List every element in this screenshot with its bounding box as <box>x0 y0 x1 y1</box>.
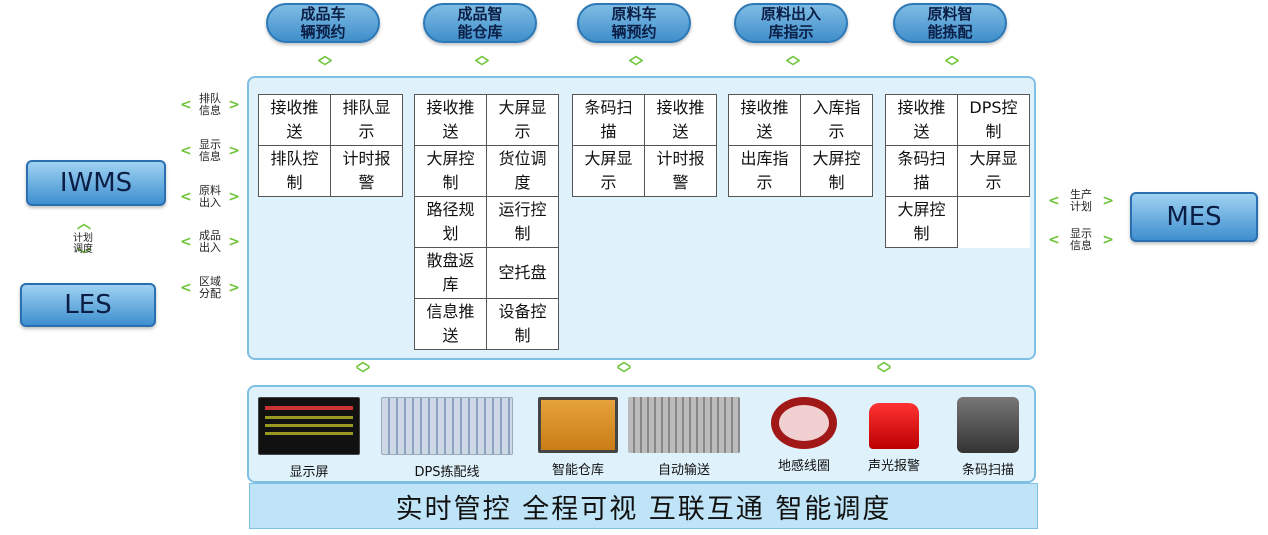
function-group-3: 条码扫描 接收推送 大屏显示 计时报警 <box>572 94 717 197</box>
device-caption: 条码扫描 <box>961 463 1014 478</box>
les-system-box: LES <box>20 283 156 327</box>
device-caption: 声光报警 <box>867 459 920 474</box>
arrow-updown-icon: ︿﹀ <box>629 48 643 76</box>
function-group-1: 接收推送 排队显示 排队控制 计时报警 <box>258 94 403 197</box>
module-pill-finished-warehouse: 成品智能仓库 <box>423 3 537 43</box>
function-cell: 出库指示 <box>729 146 801 197</box>
function-cell: 运行控制 <box>487 197 559 248</box>
module-pill-finished-vehicle: 成品车辆预约 <box>266 3 380 43</box>
coil-icon <box>771 397 837 449</box>
function-cell: 排队显示 <box>331 95 403 146</box>
function-cell: 接收推送 <box>259 95 331 146</box>
module-pill-material-vehicle: 原料车辆预约 <box>577 3 691 43</box>
right-link-1: <生产计划> <box>1048 188 1114 213</box>
device-display: 显示屏 <box>254 397 364 480</box>
arrow-updown-icon: ︿ ﹀ <box>77 216 91 264</box>
function-cell: 大屏控制 <box>886 197 958 248</box>
iwms-les-label: 计划调度 <box>73 233 93 255</box>
function-cell: 大屏显示 <box>958 146 1030 197</box>
slogan-bar: 实时管控 全程可视 互联互通 智能调度 <box>249 483 1038 529</box>
function-cell: 路径规划 <box>415 197 487 248</box>
device-panel: 显示屏 DPS拣配线 智能仓库 自动输送 地感线圈 声光报警 条码扫描 <box>247 385 1036 483</box>
function-cell: 接收推送 <box>415 95 487 146</box>
function-cell: 大屏控制 <box>801 146 873 197</box>
function-cell: 入库指示 <box>801 95 873 146</box>
device-warehouse: 智能仓库 <box>523 397 633 478</box>
right-link-2: <显示信息> <box>1048 227 1114 252</box>
device-caption: DPS拣配线 <box>414 465 480 480</box>
function-group-5: 接收推送 DPS控制 条码扫描 大屏显示 大屏控制 <box>885 94 1030 248</box>
device-caption: 自动输送 <box>657 463 710 478</box>
function-cell: DPS控制 <box>958 95 1030 146</box>
left-link-2: <显示信息> <box>180 138 240 163</box>
device-caption: 地感线圈 <box>777 459 830 474</box>
module-pill-material-inout: 原料出入库指示 <box>734 3 848 43</box>
function-cell: 空托盘 <box>487 248 559 299</box>
function-cell: 接收推送 <box>645 95 717 146</box>
function-panel: 接收推送 排队显示 排队控制 计时报警 接收推送 大屏显示 大屏控制 货位调度 … <box>247 76 1036 360</box>
display-screen-icon <box>258 397 360 455</box>
function-cell: 大屏控制 <box>415 146 487 197</box>
device-conveyor: 自动输送 <box>627 397 741 478</box>
function-cell: 散盘返库 <box>415 248 487 299</box>
function-cell: 排队控制 <box>259 146 331 197</box>
conveyor-icon <box>628 397 740 453</box>
function-cell: 大屏显示 <box>573 146 645 197</box>
module-pill-material-picking: 原料智能拣配 <box>893 3 1007 43</box>
function-group-4: 接收推送 入库指示 出库指示 大屏控制 <box>728 94 873 197</box>
arrow-updown-icon: ︿﹀ <box>617 354 631 383</box>
function-cell: 计时报警 <box>645 146 717 197</box>
arrow-updown-icon: ︿﹀ <box>877 354 891 383</box>
device-dps: DPS拣配线 <box>377 397 517 480</box>
function-cell: 货位调度 <box>487 146 559 197</box>
function-cell: 条码扫描 <box>886 146 958 197</box>
barcode-scanner-icon <box>957 397 1019 453</box>
left-link-3: <原料出入> <box>180 184 240 209</box>
left-link-4: <成品出入> <box>180 229 240 254</box>
arrow-updown-icon: ︿﹀ <box>945 48 959 76</box>
arrow-updown-icon: ︿﹀ <box>786 48 800 76</box>
function-cell: 接收推送 <box>729 95 801 146</box>
device-scanner: 条码扫描 <box>933 397 1043 478</box>
device-caption: 显示屏 <box>289 465 329 480</box>
function-cell: 信息推送 <box>415 299 487 350</box>
device-caption: 智能仓库 <box>551 463 604 478</box>
device-alarm: 声光报警 <box>839 397 949 474</box>
function-cell: 接收推送 <box>886 95 958 146</box>
smart-warehouse-icon <box>538 397 618 453</box>
iwms-system-box: IWMS <box>26 160 166 206</box>
function-cell: 条码扫描 <box>573 95 645 146</box>
function-group-2: 接收推送 大屏显示 大屏控制 货位调度 路径规划 运行控制 散盘返库 空托盘 信… <box>414 94 559 350</box>
function-cell: 计时报警 <box>331 146 403 197</box>
arrow-updown-icon: ︿﹀ <box>475 48 489 76</box>
function-cell: 大屏显示 <box>487 95 559 146</box>
mes-system-box: MES <box>1130 192 1258 242</box>
arrow-updown-icon: ︿﹀ <box>356 354 370 383</box>
left-link-5: <区域分配> <box>180 275 240 300</box>
function-cell: 设备控制 <box>487 299 559 350</box>
device-coil: 地感线圈 <box>749 397 859 474</box>
alarm-light-icon <box>869 403 919 449</box>
dps-line-icon <box>381 397 513 455</box>
arrow-updown-icon: ︿﹀ <box>318 48 332 76</box>
left-link-1: <排队信息> <box>180 92 240 117</box>
